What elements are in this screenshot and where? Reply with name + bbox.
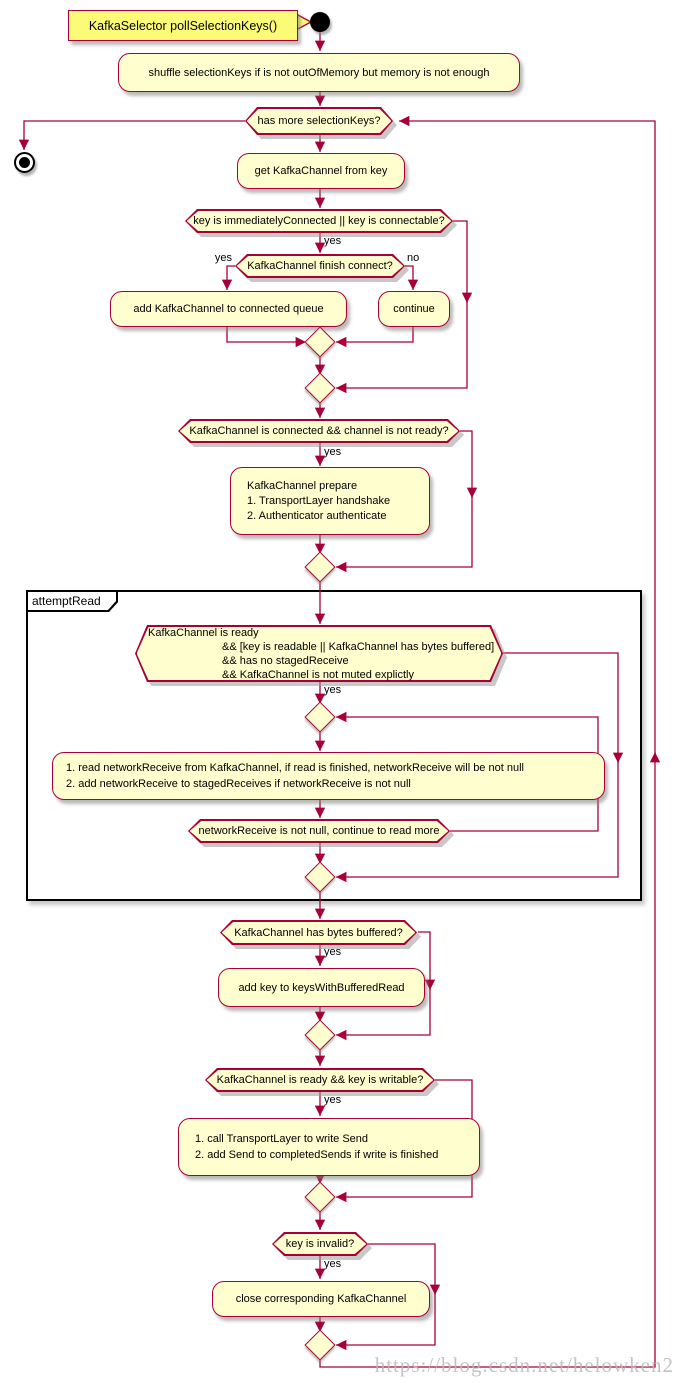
activity-add-keys-with-buffered-read: add key to keysWithBufferedRead xyxy=(218,968,425,1007)
decision-key-invalid-label: key is invalid? xyxy=(285,1238,355,1250)
activity-prepare: KafkaChannel prepare 1. TransportLayer h… xyxy=(230,467,430,535)
decision-channel-ready-line4: && KafkaChannel is not muted explictly xyxy=(222,668,414,681)
decision-connected-not-ready: KafkaChannel is connected && channel is … xyxy=(178,419,460,443)
activity-get-channel: get KafkaChannel from key xyxy=(237,153,405,189)
partition-label-tab: attemptRead xyxy=(26,590,118,612)
end-node xyxy=(14,152,35,173)
activity-shuffle-selection-keys: shuffle selectionKeys if is not outOfMem… xyxy=(118,53,520,92)
decision-has-more-keys: has more selectionKeys? xyxy=(245,107,393,135)
branch-label-yes: yes xyxy=(324,1094,342,1106)
activity-write-line1: 1. call TransportLayer to write Send xyxy=(195,1133,369,1145)
decision-bytes-buffered-label: KafkaChannel has bytes buffered? xyxy=(234,926,403,939)
branch-label-no: no xyxy=(407,252,420,264)
decision-key-connectable: key is immediatelyConnected || key is co… xyxy=(185,209,453,233)
decision-key-invalid: key is invalid? xyxy=(272,1232,368,1256)
branch-label-yes: yes xyxy=(324,446,342,458)
activity-read-line1: 1. read networkReceive from KafkaChannel… xyxy=(66,762,524,774)
branch-label-yes: yes xyxy=(324,684,342,696)
hex-fill xyxy=(137,627,502,681)
activity-read-line2: 2. add networkReceive to stagedReceives … xyxy=(66,778,411,790)
activity-write-line2: 2. add Send to completedSends if write i… xyxy=(195,1149,439,1161)
decision-channel-ready-label: KafkaChannel is ready && [key is readabl… xyxy=(135,625,503,682)
branch-label-yes: yes xyxy=(214,252,232,264)
partition-tab-fill xyxy=(28,592,116,610)
decision-channel-ready-line2: && [key is readable || KafkaChannel has … xyxy=(222,640,495,653)
activity-prepare-line3: 2. Authenticator authenticate xyxy=(247,509,387,522)
decision-channel-ready: KafkaChannel is ready && [key is readabl… xyxy=(135,625,503,682)
note-method-title: KafkaSelector pollSelectionKeys() xyxy=(68,10,298,41)
decision-finish-connect-label: KafkaChannel finish connect? xyxy=(247,260,393,272)
activity-prepare-line1: KafkaChannel prepare xyxy=(247,479,358,492)
activity-continue: continue xyxy=(378,291,450,327)
decision-ready-writable-label: KafkaChannel is ready && key is writable… xyxy=(216,1074,424,1086)
decision-channel-ready-line3: && has no stagedReceive xyxy=(222,654,349,667)
partition-attempt-read: attemptRead xyxy=(26,590,642,901)
activity-read-network-receive: 1. read networkReceive from KafkaChannel… xyxy=(52,752,605,800)
hex-fill xyxy=(187,211,452,232)
activity-get-channel-label: get KafkaChannel from key xyxy=(254,165,388,177)
hex-fill xyxy=(247,109,392,134)
hex-fill xyxy=(222,922,416,944)
activity-continue-label: continue xyxy=(393,303,435,315)
activity-add-buffered-read-label: add key to keysWithBufferedRead xyxy=(238,981,405,994)
activity-shuffle-label: shuffle selectionKeys if is not outOfMem… xyxy=(148,66,490,79)
note-pointer xyxy=(295,12,313,32)
hex-fill xyxy=(237,256,404,277)
start-node xyxy=(310,12,330,32)
decision-key-connectable-label: key is immediatelyConnected || key is co… xyxy=(193,215,445,227)
activity-close-channel: close corresponding KafkaChannel xyxy=(212,1281,430,1317)
activity-add-connected-queue: add KafkaChannel to connected queue xyxy=(110,291,347,327)
watermark: https://blog.csdn.net/helowken2 xyxy=(374,1353,674,1377)
decision-connected-not-ready-label: KafkaChannel is connected && channel is … xyxy=(189,425,449,437)
activity-prepare-line2: 1. TransportLayer handshake xyxy=(247,494,391,507)
hex-fill xyxy=(190,821,449,842)
hex-fill xyxy=(180,421,459,442)
activity-close-channel-label: close corresponding KafkaChannel xyxy=(235,1293,407,1305)
note-method-title-label: KafkaSelector pollSelectionKeys() xyxy=(88,18,278,33)
decision-has-more-keys-label: has more selectionKeys? xyxy=(257,115,381,127)
decision-read-more: networkReceive is not null, continue to … xyxy=(188,819,450,843)
branch-label-yes: yes xyxy=(324,946,342,958)
branch-label-yes: yes xyxy=(324,1258,342,1270)
activity-write-send: 1. call TransportLayer to write Send 2. … xyxy=(178,1118,480,1176)
activity-add-connected-queue-label: add KafkaChannel to connected queue xyxy=(133,303,324,315)
hex-fill xyxy=(207,1070,434,1091)
decision-read-more-label: networkReceive is not null, continue to … xyxy=(198,825,440,837)
decision-bytes-buffered: KafkaChannel has bytes buffered? xyxy=(220,920,417,945)
branch-label-yes: yes xyxy=(324,235,342,247)
hex-fill xyxy=(274,1234,367,1255)
decision-finish-connect: KafkaChannel finish connect? xyxy=(235,254,405,278)
partition-label: attemptRead xyxy=(32,594,101,608)
decision-ready-writable: KafkaChannel is ready && key is writable… xyxy=(205,1068,435,1092)
decision-channel-ready-line1: KafkaChannel is ready xyxy=(148,626,259,639)
